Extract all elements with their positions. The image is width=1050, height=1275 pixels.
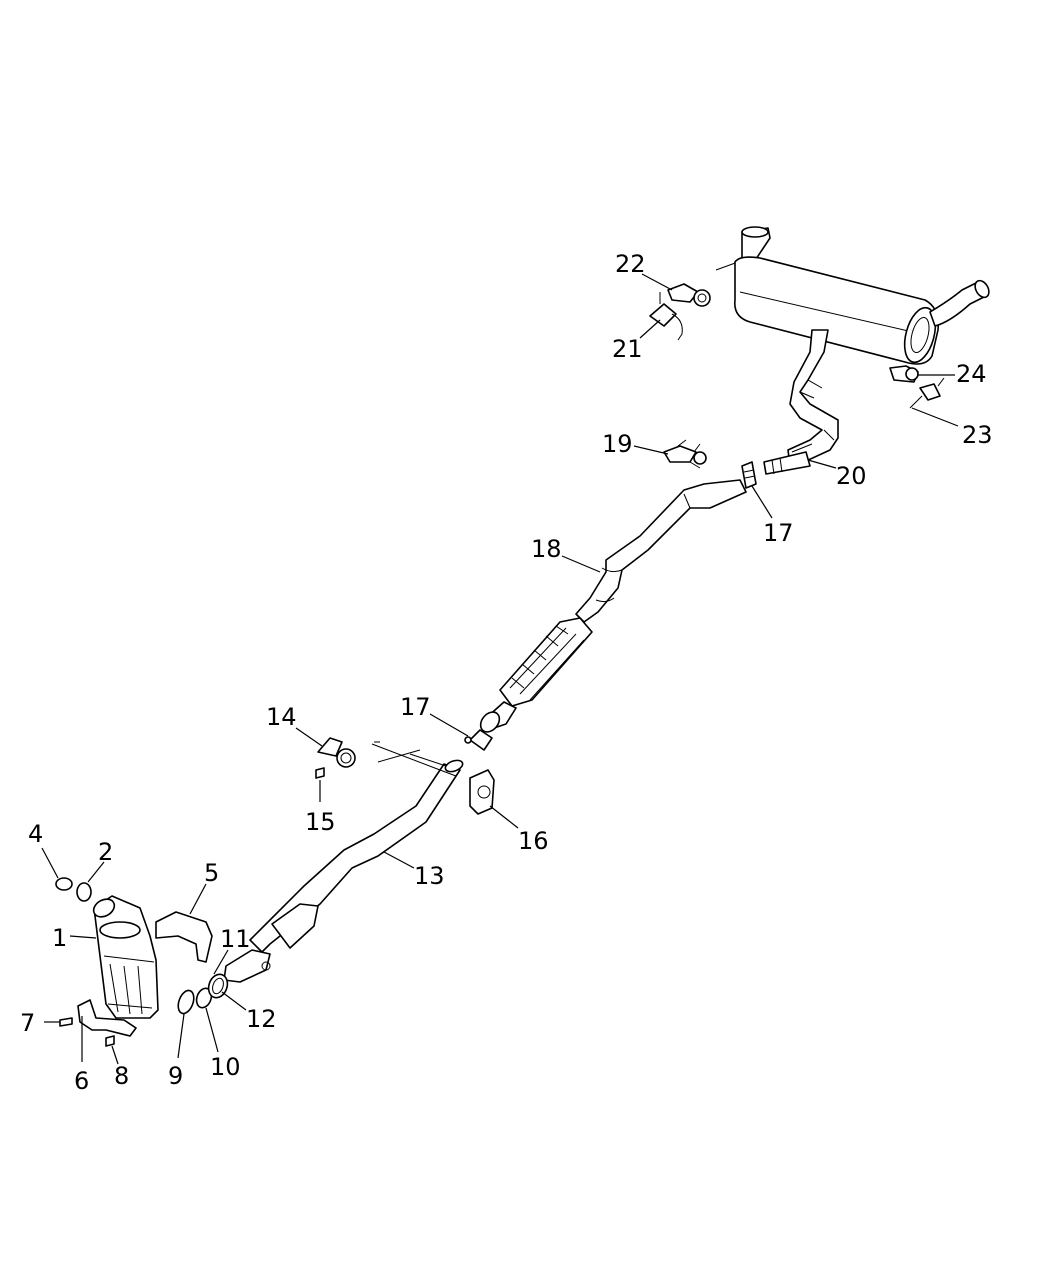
- pipe-20: [763, 451, 811, 475]
- callout-4: 4: [28, 820, 43, 848]
- bolt-15: [315, 767, 325, 779]
- bracket-21: [649, 292, 683, 341]
- callout-20: 20: [836, 462, 867, 490]
- heat-shield-5: [155, 911, 213, 963]
- gasket-9: [177, 989, 195, 1015]
- hanger-16: [469, 769, 495, 815]
- callout-8: 8: [114, 1062, 129, 1090]
- bracket-6: [77, 999, 137, 1037]
- callout-7: 7: [20, 1009, 35, 1037]
- callout-1: 1: [52, 924, 67, 952]
- gasket-2: [76, 882, 92, 902]
- callout-17-front: 17: [400, 693, 431, 721]
- callout-24: 24: [956, 360, 987, 388]
- callout-13: 13: [414, 862, 445, 890]
- intermediate-pipe-18: [479, 479, 747, 733]
- callout-22: 22: [615, 250, 646, 278]
- callout-9: 9: [168, 1062, 183, 1090]
- callout-6: 6: [74, 1067, 89, 1095]
- clamp-17-front: [464, 729, 493, 751]
- callout-12: 12: [246, 1005, 277, 1033]
- catalytic-converter-1: [92, 895, 159, 1019]
- bracket-14: [317, 737, 356, 768]
- bolt-8: [105, 1035, 115, 1047]
- callout-21: 21: [612, 335, 643, 363]
- callout-2: 2: [98, 838, 113, 866]
- gasket-10: [195, 987, 213, 1009]
- bolt-7: [59, 1017, 73, 1027]
- front-pipe-13: [223, 741, 464, 983]
- callout-15: 15: [305, 808, 336, 836]
- hanger-22: [667, 283, 711, 307]
- clamp-17-rear: [741, 461, 757, 489]
- bracket-23: [909, 377, 945, 409]
- callout-19: 19: [602, 430, 633, 458]
- callout-23: 23: [962, 421, 993, 449]
- hanger-24: [889, 365, 919, 383]
- callout-11: 11: [220, 925, 251, 953]
- leader-lines: [41, 273, 959, 1065]
- callout-17-rear: 17: [763, 519, 794, 547]
- callout-16: 16: [518, 827, 549, 855]
- callout-18: 18: [531, 535, 562, 563]
- callout-10: 10: [210, 1053, 241, 1081]
- hanger-19: [663, 439, 707, 469]
- clamp-4: [55, 877, 73, 891]
- callout-5: 5: [204, 859, 219, 887]
- callout-14: 14: [266, 703, 297, 731]
- rear-muffler: [715, 226, 990, 467]
- callout-labels: 22 21 24 23 19 20 17 18 17 14 15 16 13 4…: [20, 250, 993, 1095]
